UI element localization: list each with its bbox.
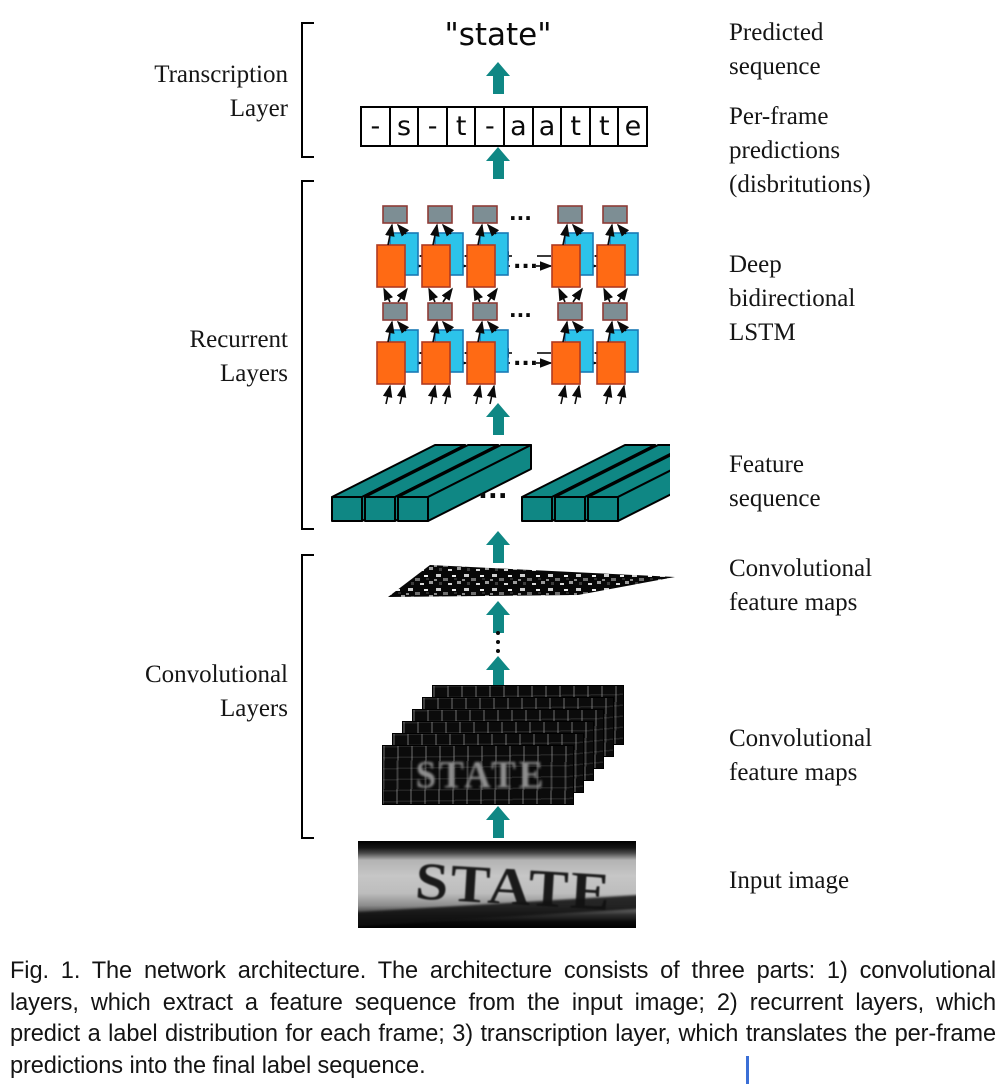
prediction-cell: - — [360, 106, 391, 147]
recurrent-bracket — [301, 180, 314, 530]
arrow-head — [486, 531, 510, 545]
left-label-convolutional-layers: Convolutional Layers — [144, 661, 288, 722]
arrow-head — [486, 147, 510, 161]
arrow-stem — [492, 76, 504, 94]
arrow-stem — [492, 820, 504, 838]
ellipsis-dot — [496, 640, 500, 644]
svg-text:...: ... — [513, 249, 538, 274]
prediction-cell: t — [560, 106, 592, 147]
conv-feature-map-upper — [388, 565, 675, 597]
transcription-bracket — [301, 22, 314, 158]
up-arrow-to-conv-stack — [486, 806, 510, 838]
arrow-stem — [492, 161, 504, 179]
stack-layer-front: STATE — [382, 745, 574, 805]
arrow-stem — [492, 545, 504, 563]
arrow-head — [486, 403, 510, 417]
up-arrow-to-feature-sequence — [486, 531, 510, 563]
ellipsis-dot — [496, 649, 500, 653]
up-arrow-to-upper-feature-map — [486, 601, 510, 633]
right-label-conv-feature-maps-1: Convolutional feature maps — [729, 555, 873, 616]
convolutional-bracket — [301, 554, 314, 839]
up-arrow-mid-conv — [486, 656, 510, 688]
arrow-head — [486, 806, 510, 820]
up-arrow-to-predicted-sequence — [486, 62, 510, 94]
up-arrow-to-lstm — [486, 403, 510, 435]
prediction-cell: t — [445, 106, 477, 147]
prediction-cell: - — [474, 106, 506, 147]
right-label-input-image: Input image — [729, 867, 850, 894]
svg-text:...: ... — [509, 298, 532, 322]
right-label-conv-feature-maps-2: Convolutional feature maps — [729, 725, 873, 786]
figure-caption: Fig. 1. The network architecture. The ar… — [10, 958, 996, 1079]
right-label-per-frame-predictions: Per-frame predictions (disbritutions) — [729, 103, 871, 198]
per-frame-predictions-row: - s - t - a a t t e — [360, 106, 649, 147]
right-label-deep-bidirectional-lstm: Deep bidirectional LSTM — [729, 251, 856, 346]
arrow-head — [486, 601, 510, 615]
conv-feature-map-stack: STATE — [380, 683, 630, 808]
prediction-cell: - — [417, 106, 449, 147]
ellipsis-dot — [496, 631, 500, 635]
bidirectional-lstm-diagram: ............ — [376, 201, 639, 405]
stack-state-text: STATE — [415, 753, 547, 798]
arrow-head — [486, 62, 510, 76]
noise-map-shape — [388, 565, 675, 597]
up-arrow-to-per-frame-predictions — [486, 147, 510, 179]
right-label-feature-sequence: Feature sequence — [729, 451, 821, 512]
predicted-sequence-text: "state" — [444, 17, 552, 53]
prediction-cell: a — [531, 106, 563, 147]
arrow-stem — [492, 615, 504, 633]
prediction-cell: a — [503, 106, 534, 147]
prediction-cell: e — [617, 106, 649, 147]
svg-text:...: ... — [509, 201, 532, 225]
right-label-predicted-sequence: Predicted sequence — [729, 19, 824, 80]
svg-text:...: ... — [478, 475, 508, 505]
left-label-recurrent-layers: Recurrent Layers — [189, 326, 288, 387]
vertical-ellipsis — [496, 631, 500, 653]
feature-sequence-diagram: ... — [331, 444, 670, 522]
left-label-transcription-layer: Transcription Layer — [154, 61, 288, 122]
svg-text:...: ... — [513, 346, 538, 371]
arrow-stem — [492, 670, 504, 688]
arrow-stem — [492, 417, 504, 435]
input-image: STATE — [358, 841, 636, 928]
arrow-head — [486, 656, 510, 670]
prediction-cell: t — [588, 106, 620, 147]
text-cursor — [746, 1056, 749, 1084]
prediction-cell: s — [388, 106, 420, 147]
